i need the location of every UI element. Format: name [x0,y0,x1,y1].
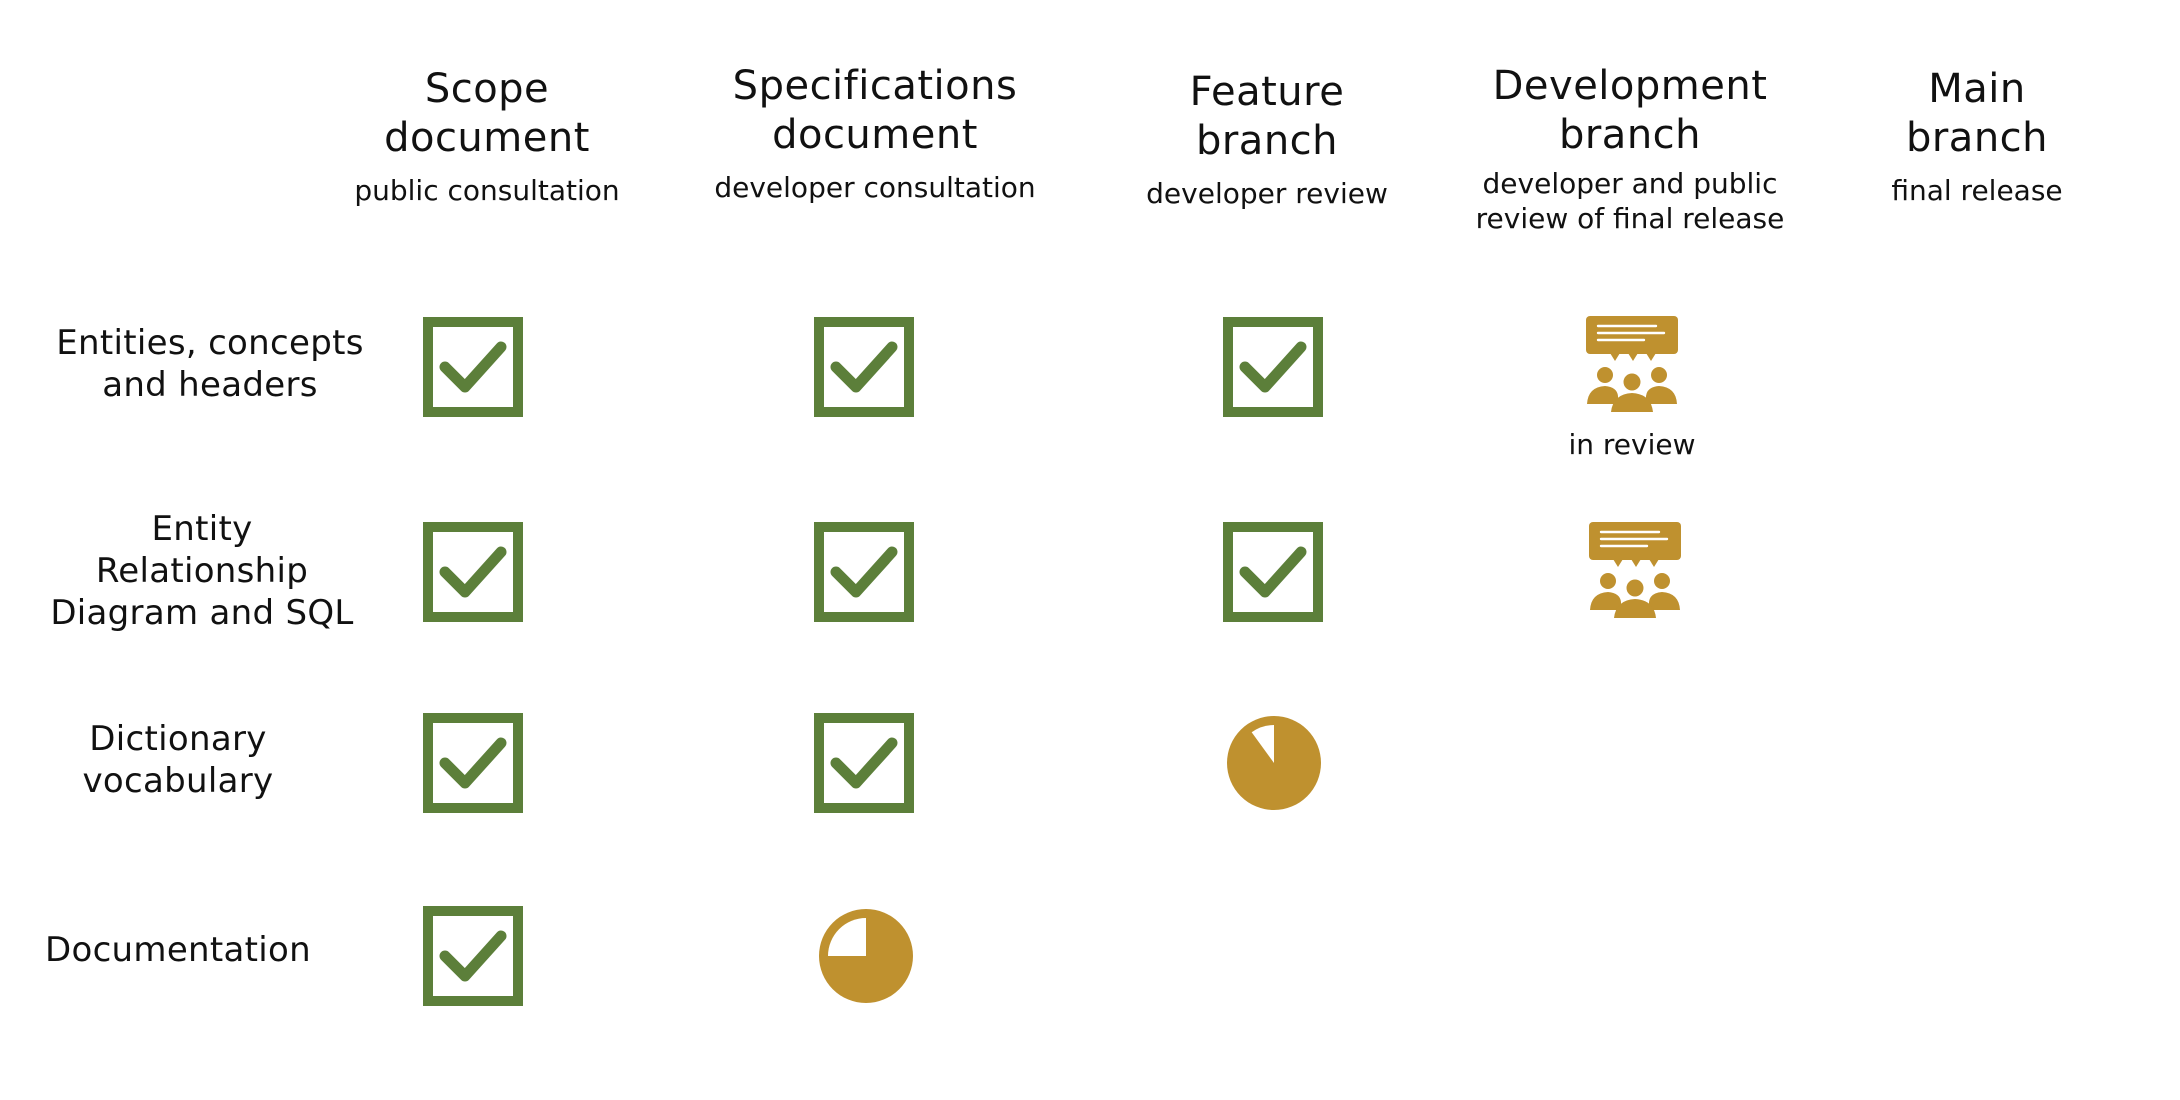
checkbox-checked-icon [423,713,523,813]
column-subtitle: final release [1891,174,2063,207]
row-label-documentation: Documentation [44,930,311,970]
checkbox-checked-icon [1223,522,1323,622]
checkbox-checked-icon [423,522,523,622]
progress-pie-icon [1227,716,1321,810]
checkbox-checked-icon [814,713,914,813]
checkbox-checked-icon [423,317,523,417]
checkbox-checked-icon [814,317,914,417]
checkbox-checked-icon [814,522,914,622]
column-subtitle: developer consultation [714,171,1036,204]
group-discussion-icon [1589,522,1681,618]
checkbox-checked-icon [1223,317,1323,417]
progress-pie-icon [819,909,913,1003]
group-discussion-icon [1586,316,1678,412]
column-subtitle: public consultation [354,174,620,207]
checkbox-checked-icon [423,906,523,1006]
in-review-caption: in review [1568,428,1696,461]
column-subtitle: developer review [1146,177,1388,210]
